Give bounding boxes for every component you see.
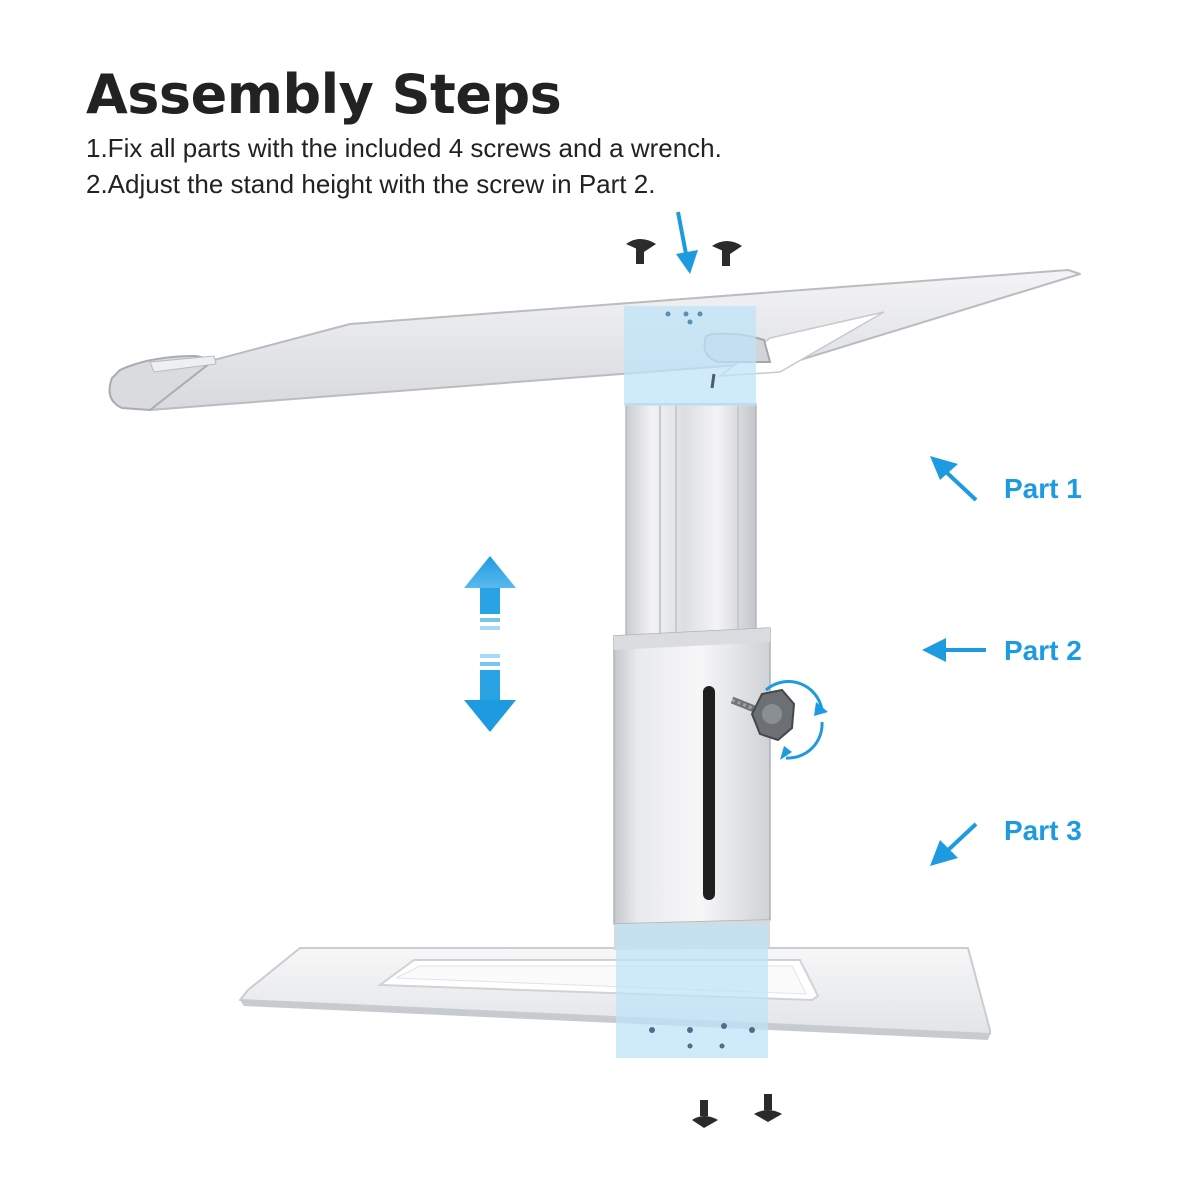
base-plate [239, 947, 991, 1040]
bottom-joint-holes [649, 1023, 755, 1049]
part-3-label: Part 3 [1004, 815, 1082, 846]
top-joint-holes [665, 311, 716, 389]
part-1-arrow-icon [930, 456, 978, 502]
insert-arrow-icon [676, 211, 698, 274]
part-2-label: Part 2 [1004, 635, 1082, 666]
step-1-text: 1.Fix all parts with the included 4 scre… [86, 133, 722, 163]
top-plate [108, 269, 1081, 412]
screw-icon [754, 1094, 782, 1122]
part-1-label: Part 1 [1004, 473, 1082, 504]
bottom-joint-highlight [616, 924, 768, 1058]
rotate-arrows-icon [765, 680, 828, 760]
adjustment-knob [730, 688, 796, 742]
screw-icon [712, 241, 742, 266]
height-down-arrow-icon [464, 654, 516, 732]
inner-tube [625, 403, 757, 645]
part-3-arrow-icon [930, 822, 978, 866]
outer-sleeve [613, 627, 771, 950]
part-2-arrow-icon [922, 638, 986, 662]
step-2-text: 2.Adjust the stand height with the screw… [86, 169, 656, 199]
page-title: Assembly Steps [86, 63, 562, 126]
height-up-arrow-icon [464, 556, 516, 630]
screw-icon [692, 1100, 718, 1128]
screw-icon [626, 239, 656, 264]
